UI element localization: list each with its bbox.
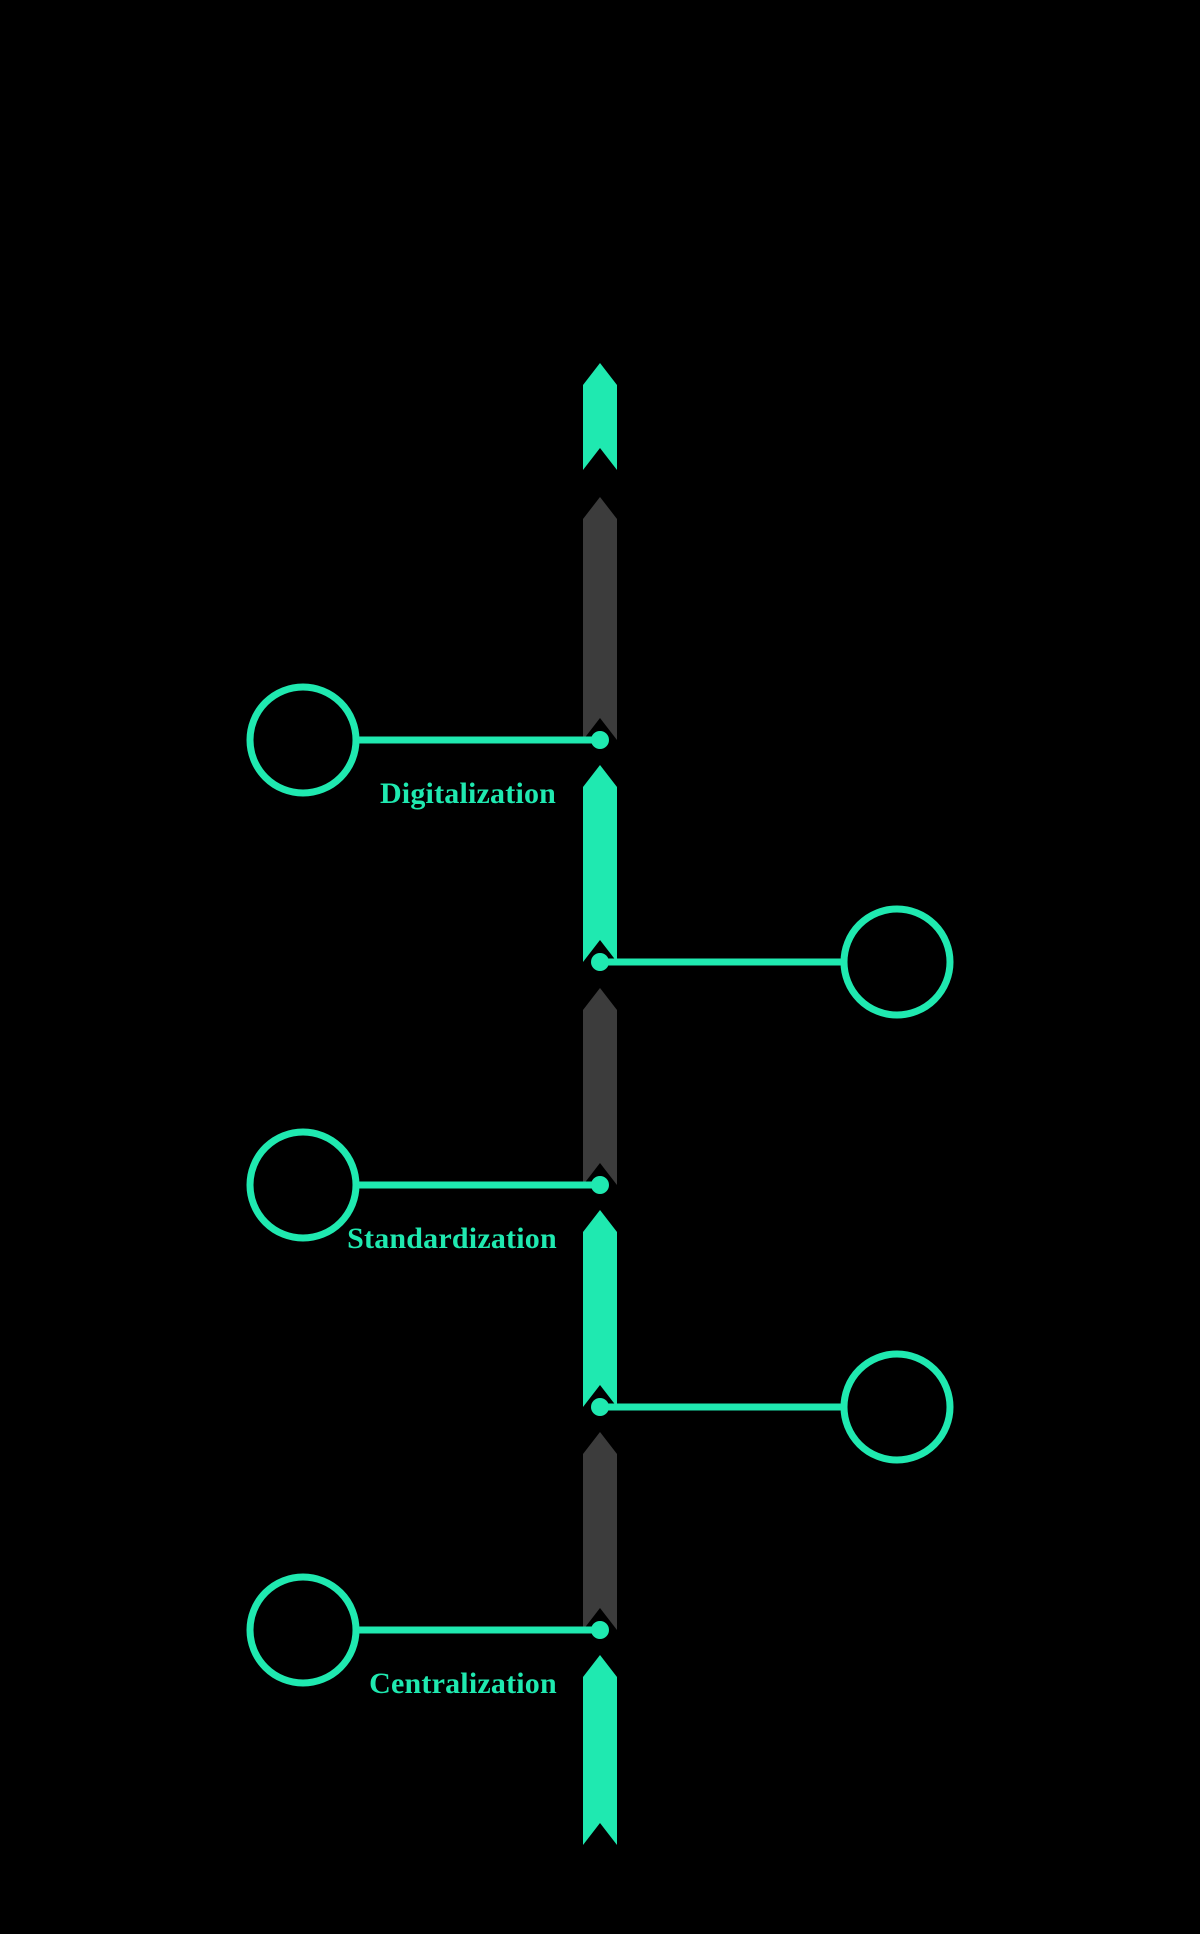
chevron-segment-1[interactable] [583,363,617,470]
icon-placeholder-circle-3[interactable] [246,1128,360,1242]
node-labels: DigitalizationStandardizationCentralizat… [347,777,557,1700]
chevron-segment-3[interactable] [583,765,617,962]
node-circles [246,683,954,1687]
chevron-segment-4[interactable] [583,988,617,1185]
icon-placeholder-circle-2[interactable] [840,905,954,1019]
chevron-segment-5[interactable] [583,1210,617,1407]
chevron-segment-6[interactable] [583,1432,617,1630]
icon-placeholder-circle-5[interactable] [246,1573,360,1687]
icon-placeholder-circle-4[interactable] [840,1350,954,1464]
milestone-dot-2[interactable] [591,953,609,971]
chevron-segment-7[interactable] [583,1655,617,1845]
milestone-label-3: Standardization [347,1222,557,1255]
node-connectors [356,736,844,1634]
icon-placeholder-circle-1[interactable] [246,683,360,797]
milestone-dot-3[interactable] [591,1176,609,1194]
milestone-label-5: Centralization [369,1667,557,1700]
chevron-track [583,363,617,1845]
milestone-dot-1[interactable] [591,731,609,749]
milestone-dot-5[interactable] [591,1621,609,1639]
chevron-segment-2[interactable] [583,497,617,740]
milestone-dot-4[interactable] [591,1398,609,1416]
node-dots [591,731,609,1639]
milestone-label-1: Digitalization [380,777,556,810]
